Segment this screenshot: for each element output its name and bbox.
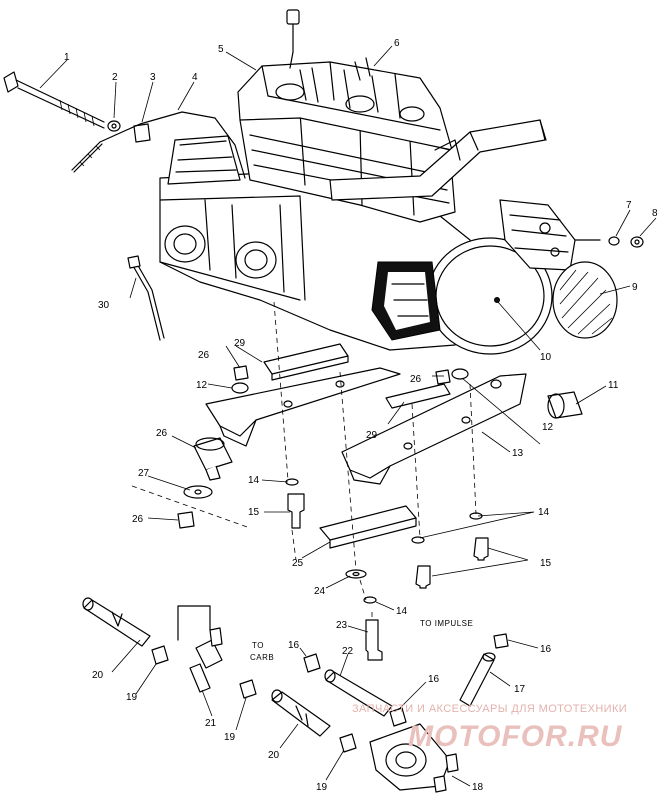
fan-cover bbox=[552, 261, 618, 339]
spacer-block bbox=[319, 505, 417, 541]
nut-26b bbox=[435, 369, 451, 385]
callout-14-left: 14 bbox=[248, 475, 260, 486]
callout-29-lower: 29 bbox=[366, 430, 378, 441]
callout-12-right: 12 bbox=[542, 422, 554, 433]
callout-4: 4 bbox=[192, 72, 198, 83]
callout-6: 6 bbox=[394, 38, 400, 49]
callout-25: 25 bbox=[292, 558, 304, 569]
fuel-tee-fitting bbox=[177, 605, 223, 693]
callout-19-lower: 19 bbox=[316, 782, 328, 793]
fuel-hose-lower bbox=[271, 691, 331, 737]
callout-1: 1 bbox=[64, 52, 70, 63]
callout-15-right: 15 bbox=[540, 558, 552, 569]
impulse-hose bbox=[325, 671, 393, 717]
callout-26-right: 26 bbox=[410, 374, 422, 385]
callout-22: 22 bbox=[342, 646, 354, 657]
nut-26a bbox=[233, 365, 249, 381]
callout-20-upper: 20 bbox=[92, 670, 104, 681]
watermark-brand: MOTOFOR.RU bbox=[408, 720, 623, 753]
callout-9: 9 bbox=[632, 282, 638, 293]
end-cap bbox=[547, 391, 583, 419]
note-to-carb-line1: TO bbox=[252, 641, 264, 650]
mount-plate-lower bbox=[385, 383, 451, 409]
spacer bbox=[133, 123, 151, 143]
crankcase-port-right bbox=[235, 241, 277, 279]
bolt-23 bbox=[365, 619, 383, 661]
washer-12a bbox=[231, 382, 249, 394]
callout-19-mid: 19 bbox=[224, 732, 236, 743]
hose-clamp-19c bbox=[339, 733, 357, 753]
grommet-8 bbox=[630, 236, 644, 248]
hose-clamp-16b bbox=[389, 707, 407, 727]
grommet-7 bbox=[608, 236, 620, 246]
callout-8: 8 bbox=[652, 208, 658, 219]
callout-29-upper: 29 bbox=[234, 338, 246, 349]
exhaust-manifold bbox=[329, 119, 546, 201]
routing-notes: TO CARB TO IMPULSE bbox=[250, 619, 473, 662]
pulse-hose bbox=[459, 653, 495, 707]
callout-21: 21 bbox=[205, 718, 217, 729]
washer-14d bbox=[363, 596, 377, 604]
bolt-15c bbox=[415, 565, 431, 589]
fuel-pump bbox=[369, 723, 459, 793]
callout-26-upper: 26 bbox=[198, 350, 210, 361]
callout-24: 24 bbox=[314, 586, 326, 597]
washer-14c bbox=[411, 536, 425, 544]
leader-lines bbox=[39, 45, 657, 787]
flat-washer bbox=[183, 485, 213, 499]
callout-13: 13 bbox=[512, 448, 524, 459]
crankcase-front-face bbox=[159, 195, 306, 301]
callout-10: 10 bbox=[540, 352, 552, 363]
callout-2: 2 bbox=[112, 72, 118, 83]
callout-30: 30 bbox=[98, 300, 110, 311]
callout-16-right: 16 bbox=[540, 644, 552, 655]
callout-12-left: 12 bbox=[196, 380, 208, 391]
callout-11: 11 bbox=[608, 380, 619, 391]
washer-12b bbox=[451, 368, 469, 380]
assembly-center-lines bbox=[131, 301, 477, 620]
callout-19-left: 19 bbox=[126, 692, 138, 703]
bolt-15b bbox=[473, 537, 489, 561]
oil-dipstick bbox=[131, 261, 165, 341]
long-bolt bbox=[3, 71, 105, 129]
callout-23: 23 bbox=[336, 620, 348, 631]
engine-bracket-right bbox=[341, 373, 527, 479]
note-to-carb-line2: CARB bbox=[250, 653, 274, 662]
callout-27: 27 bbox=[138, 468, 150, 479]
rubber-isolator bbox=[193, 437, 233, 481]
callout-16-mid: 16 bbox=[428, 674, 440, 685]
callout-20-lower: 20 bbox=[268, 750, 280, 761]
callout-26-nut: 26 bbox=[132, 514, 144, 525]
lock-nut bbox=[177, 511, 195, 529]
engine-assembly bbox=[159, 9, 618, 355]
callout-16-left: 16 bbox=[288, 640, 300, 651]
hose-clamp-16a bbox=[303, 653, 321, 673]
washer bbox=[107, 120, 121, 132]
crankcase-port-left bbox=[164, 225, 206, 263]
callout-labels: 1 2 3 4 5 6 7 8 9 10 11 12 12 13 14 14 1… bbox=[64, 38, 658, 793]
watermark: ЗАПЧАСТИ И АКСЕССУАРЫ ДЛЯ МОТОТЕХНИКИ MO… bbox=[352, 703, 627, 753]
mount-plate-upper bbox=[263, 343, 349, 375]
callout-14-lower: 14 bbox=[396, 606, 408, 617]
callout-26-isolator: 26 bbox=[156, 428, 168, 439]
callout-7: 7 bbox=[626, 200, 632, 211]
callout-5: 5 bbox=[218, 44, 224, 55]
callout-3: 3 bbox=[150, 72, 156, 83]
hose-clamp-19a bbox=[151, 645, 169, 665]
callout-17: 17 bbox=[514, 684, 526, 695]
callout-15-left: 15 bbox=[248, 507, 260, 518]
hose-clamp-16c bbox=[493, 633, 509, 649]
bolt-15a bbox=[287, 493, 305, 529]
cable-lead bbox=[71, 111, 246, 179]
hose-clamp-19b bbox=[239, 679, 257, 699]
note-to-impulse: TO IMPULSE bbox=[420, 619, 473, 628]
callout-14-right: 14 bbox=[538, 507, 550, 518]
watermark-tagline: ЗАПЧАСТИ И АКСЕССУАРЫ ДЛЯ МОТОТЕХНИКИ bbox=[352, 703, 627, 715]
callout-18: 18 bbox=[472, 782, 484, 793]
